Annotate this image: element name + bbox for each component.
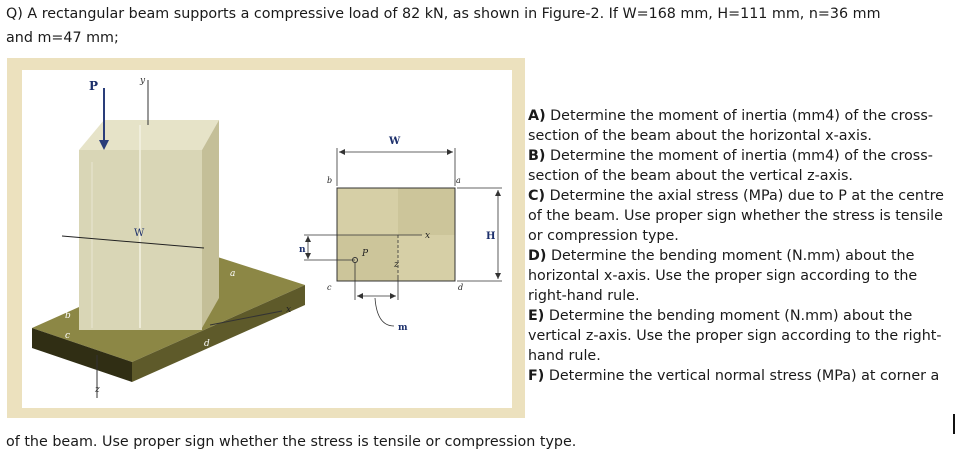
figure-panel: P y W x z a b c d bbox=[22, 70, 512, 408]
question-letter: A) bbox=[528, 108, 546, 124]
question-line: horizontal x-axis. Use the proper sign a… bbox=[528, 266, 980, 286]
label-m-section: m bbox=[398, 323, 408, 333]
question-line: F) Determine the vertical normal stress … bbox=[528, 366, 980, 386]
question-line: of the beam. Use proper sign whether the… bbox=[528, 206, 980, 226]
question-letter: D) bbox=[528, 248, 547, 264]
label-h-section: H bbox=[486, 231, 495, 242]
question-letter: B) bbox=[528, 148, 546, 164]
label-b-3d: b bbox=[65, 311, 71, 321]
question-text: Determine the bending moment (N.mm) abou… bbox=[548, 308, 913, 324]
question-text: right-hand rule. bbox=[528, 288, 640, 304]
label-d-section: d bbox=[458, 283, 463, 292]
question-text: Determine the moment of inertia (mm4) of… bbox=[550, 108, 934, 124]
question-line: hand rule. bbox=[528, 346, 980, 366]
beam-top-face bbox=[79, 120, 219, 150]
label-x-3d: x bbox=[286, 305, 291, 315]
question-line: section of the beam about the horizontal… bbox=[528, 126, 980, 146]
label-d-3d: d bbox=[204, 339, 210, 349]
question-line: vertical z-axis. Use the proper sign acc… bbox=[528, 326, 980, 346]
label-a-section: a bbox=[456, 176, 461, 185]
base-plate-front bbox=[32, 328, 132, 382]
question-text: Determine the bending moment (N.mm) abou… bbox=[550, 248, 915, 264]
question-line: section of the beam about the vertical z… bbox=[528, 166, 980, 186]
label-c-section: c bbox=[327, 283, 332, 292]
question-text: section of the beam about the horizontal… bbox=[528, 128, 872, 144]
label-p-3d: P bbox=[89, 79, 98, 93]
label-b-section: b bbox=[327, 176, 332, 185]
label-a-3d: a bbox=[230, 269, 235, 279]
question-line: B) Determine the moment of inertia (mm4)… bbox=[528, 146, 980, 166]
question-text: Determine the axial stress (MPa) due to … bbox=[549, 188, 944, 204]
problem-intro-line2: and m=47 mm; bbox=[6, 30, 119, 46]
question-text: of the beam. Use proper sign whether the… bbox=[528, 208, 943, 224]
question-text: vertical z-axis. Use the proper sign acc… bbox=[528, 328, 942, 344]
question-text: or compression type. bbox=[528, 228, 679, 244]
problem-intro-line1: Q) A rectangular beam supports a compres… bbox=[6, 6, 881, 22]
question-line: C) Determine the axial stress (MPa) due … bbox=[528, 186, 980, 206]
question-text: Determine the vertical normal stress (MP… bbox=[548, 368, 940, 384]
question-list: A) Determine the moment of inertia (mm4)… bbox=[528, 106, 980, 386]
question-line: D) Determine the bending moment (N.mm) a… bbox=[528, 246, 980, 266]
label-n-section: n bbox=[299, 245, 306, 255]
label-w-section: W bbox=[388, 136, 401, 147]
base-plate-side bbox=[132, 285, 305, 382]
question-text: hand rule. bbox=[528, 348, 601, 364]
beam-illustration: P y W x z a b c d bbox=[32, 76, 502, 398]
question-line: E) Determine the bending moment (N.mm) a… bbox=[528, 306, 980, 326]
label-y-3d: y bbox=[139, 76, 146, 86]
question-text: Determine the moment of inertia (mm4) of… bbox=[549, 148, 933, 164]
question-line: right-hand rule. bbox=[528, 286, 980, 306]
question-line: or compression type. bbox=[528, 226, 980, 246]
question-letter: E) bbox=[528, 308, 545, 324]
question-text: section of the beam about the vertical z… bbox=[528, 168, 853, 184]
text-cursor bbox=[953, 414, 955, 434]
question-letter: C) bbox=[528, 188, 546, 204]
question-line: A) Determine the moment of inertia (mm4)… bbox=[528, 106, 980, 126]
beam-side-face bbox=[202, 120, 219, 328]
question-letter: F) bbox=[528, 368, 545, 384]
label-x-section: x bbox=[425, 231, 430, 241]
problem-tail: of the beam. Use proper sign whether the… bbox=[6, 434, 577, 450]
label-z-section: z bbox=[393, 260, 399, 270]
label-w-3d: W bbox=[134, 228, 145, 239]
figure-2: P y W x z a b c d bbox=[7, 58, 525, 418]
question-text: horizontal x-axis. Use the proper sign a… bbox=[528, 268, 918, 284]
label-z-3d: z bbox=[94, 385, 100, 395]
label-c-3d: c bbox=[65, 331, 70, 341]
label-p-section: P bbox=[361, 249, 369, 259]
